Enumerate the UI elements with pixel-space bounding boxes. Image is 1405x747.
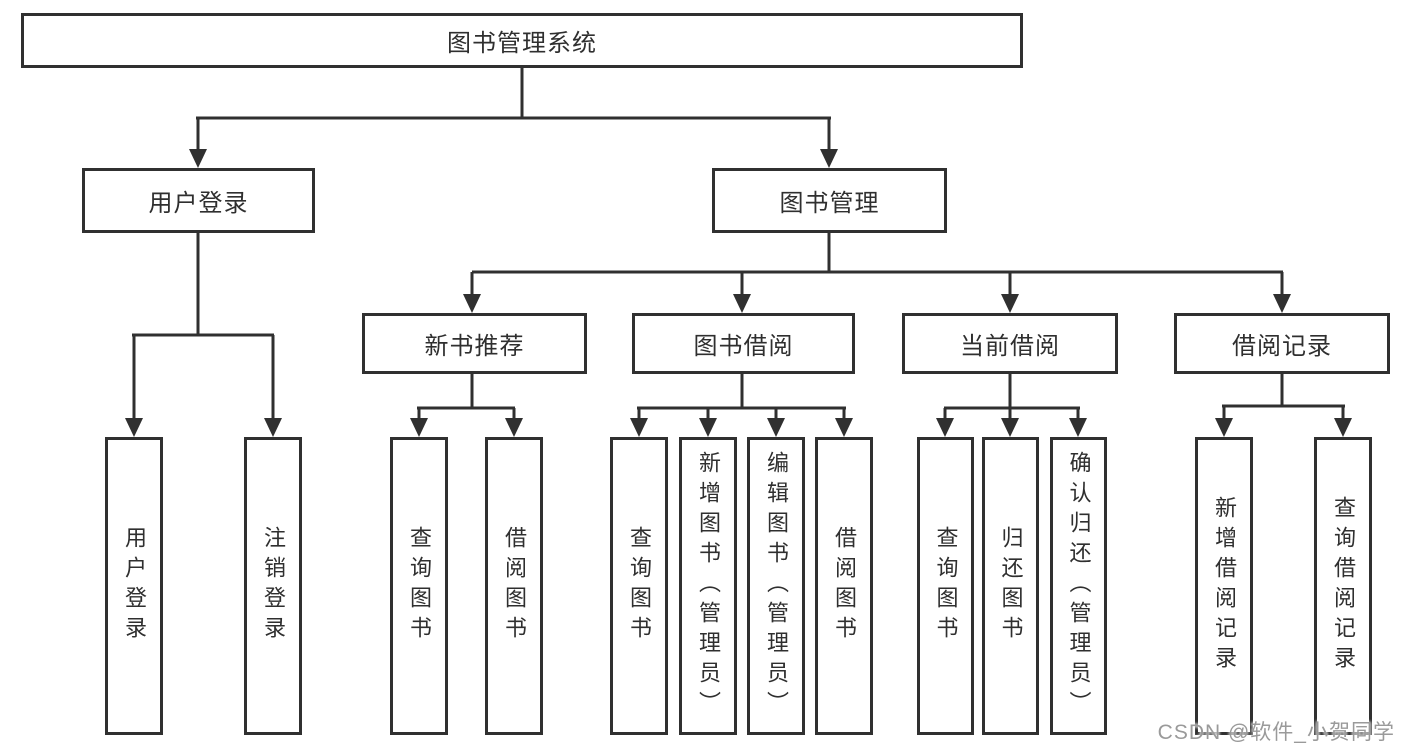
arrowhead-icon (1273, 294, 1291, 313)
arrowhead-icon (767, 418, 785, 437)
leaf-query-books-recommend: 查询图书 (390, 437, 448, 735)
node-label: 新书推荐 (424, 333, 525, 360)
node-label: 当前借阅 (960, 333, 1060, 360)
leaf-logout: 注销登录 (244, 437, 302, 735)
connector-login-to-leaves (125, 233, 282, 437)
node-label: 借阅记录 (1232, 333, 1332, 360)
node-label: 借阅图书 (502, 526, 527, 646)
node-label: 图书借阅 (693, 333, 794, 360)
leaf-add-borrow-record: 新增借阅记录 (1195, 437, 1253, 735)
arrowhead-icon (1215, 418, 1233, 437)
leaf-return-books: 归还图书 (982, 437, 1039, 735)
node-label: 确认归还（管理员） (1066, 451, 1092, 721)
node-user-login: 用户登录 (82, 168, 315, 233)
connector-newbook-to-leaves (410, 374, 523, 437)
arrowhead-icon (733, 294, 751, 313)
arrowhead-icon (1334, 418, 1352, 437)
node-label: 图书管理 (779, 190, 880, 217)
node-current-borrow: 当前借阅 (902, 313, 1118, 374)
connector-records-to-leaves (1215, 374, 1352, 437)
connector-root-to-level2 (189, 68, 838, 168)
arrowhead-icon (505, 418, 523, 437)
arrowhead-icon (820, 149, 838, 168)
node-label: 用户登录 (122, 526, 147, 646)
node-book-borrow: 图书借阅 (632, 313, 855, 374)
node-label: 查询图书 (933, 526, 959, 646)
arrowhead-icon (699, 418, 717, 437)
connector-mgmt-to-level3 (463, 233, 1291, 313)
leaf-query-books-borrow: 查询图书 (610, 437, 668, 735)
arrowhead-icon (410, 418, 428, 437)
arrowhead-icon (1069, 418, 1087, 437)
node-label: 新增图书（管理员） (696, 451, 721, 721)
node-borrow-records: 借阅记录 (1174, 313, 1390, 374)
node-label: 用户登录 (148, 190, 249, 217)
node-book-management: 图书管理 (712, 168, 947, 233)
connector-current-to-leaves (936, 374, 1087, 437)
leaf-query-borrow-record: 查询借阅记录 (1314, 437, 1372, 735)
arrowhead-icon (264, 418, 282, 437)
node-label: 编辑图书（管理员） (764, 451, 789, 721)
leaf-add-books-admin: 新增图书（管理员） (679, 437, 737, 735)
arrowhead-icon (1001, 294, 1019, 313)
node-label: 查询图书 (627, 526, 652, 646)
node-label: 查询图书 (407, 526, 432, 646)
arrowhead-icon (630, 418, 648, 437)
leaf-query-books-current: 查询图书 (917, 437, 974, 735)
node-label: 图书管理系统 (447, 30, 597, 57)
node-root-system: 图书管理系统 (21, 13, 1023, 68)
arrowhead-icon (1001, 418, 1019, 437)
csdn-watermark: CSDN @软件_小贺同学 (1157, 721, 1395, 744)
leaf-borrow-books: 借阅图书 (815, 437, 873, 735)
node-label: 注销登录 (261, 526, 286, 646)
leaf-borrow-books-recommend: 借阅图书 (485, 437, 543, 735)
node-label: 借阅图书 (832, 526, 857, 646)
node-label: 查询借阅记录 (1331, 496, 1356, 676)
leaf-confirm-return-admin: 确认归还（管理员） (1050, 437, 1107, 735)
node-label: 新增借阅记录 (1212, 496, 1237, 676)
arrowhead-icon (463, 294, 481, 313)
arrowhead-icon (936, 418, 954, 437)
arrowhead-icon (125, 418, 143, 437)
node-new-book-recommend: 新书推荐 (362, 313, 587, 374)
arrowhead-icon (189, 149, 207, 168)
leaf-edit-books-admin: 编辑图书（管理员） (747, 437, 805, 735)
connector-borrow-to-leaves (630, 374, 853, 437)
node-label: 归还图书 (998, 526, 1024, 646)
leaf-user-login: 用户登录 (105, 437, 163, 735)
arrowhead-icon (835, 418, 853, 437)
